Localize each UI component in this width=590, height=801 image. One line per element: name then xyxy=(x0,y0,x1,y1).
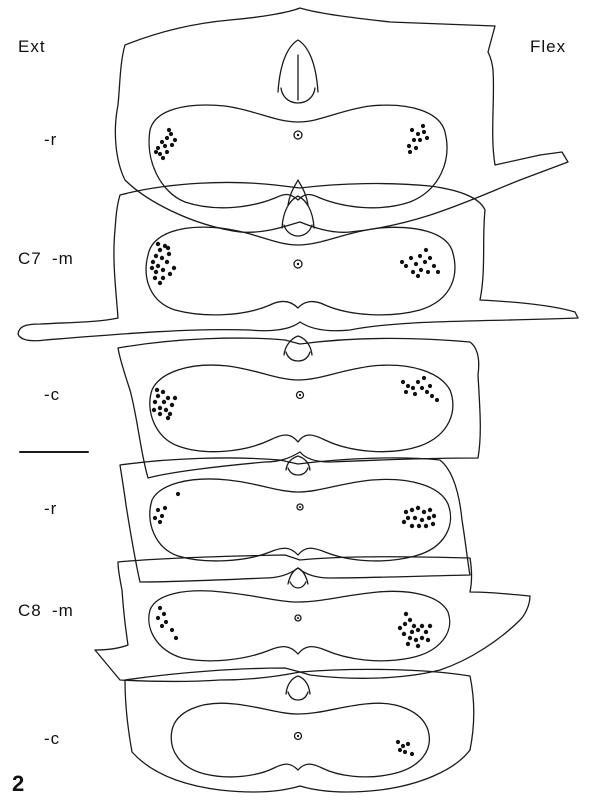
dot-cluster-c7-r-flex xyxy=(407,124,429,154)
dot-cluster-c7-m-ext xyxy=(150,242,176,285)
grey-matter xyxy=(150,365,453,452)
dot-cluster-c8-m-ext xyxy=(156,606,178,640)
grey-matter xyxy=(150,479,451,561)
dorsal-columns xyxy=(288,468,308,475)
section-c8-rostral xyxy=(120,456,470,582)
dorsal-columns xyxy=(286,352,310,361)
dot-cluster-c8-r-flex xyxy=(402,506,436,528)
dot-cluster-c7-m-flex xyxy=(400,248,440,278)
section-c8-caudal xyxy=(125,668,474,792)
outer-outline xyxy=(120,458,470,582)
outer-outline xyxy=(115,8,568,232)
outer-outline xyxy=(18,182,578,340)
central-canal-center xyxy=(297,263,299,265)
dorsal-septum xyxy=(284,336,312,355)
grey-matter xyxy=(171,703,429,777)
outer-outline xyxy=(125,668,474,792)
dot-cluster-c8-m-flex xyxy=(398,612,432,648)
central-canal-center xyxy=(299,394,301,396)
central-canal-center xyxy=(297,617,299,619)
section-c7-middle xyxy=(18,182,578,340)
grey-matter xyxy=(146,227,455,315)
dot-cluster-c7-c-flex xyxy=(401,376,439,402)
dot-cluster-c7-c-ext xyxy=(152,388,177,420)
dorsal-septum xyxy=(286,676,310,694)
dorsal-columns xyxy=(284,225,312,236)
dorsal-columns xyxy=(288,692,308,700)
central-canal-center xyxy=(297,134,299,136)
dot-cluster-c8-c-flex xyxy=(396,740,414,756)
outer-outline xyxy=(95,555,530,682)
dot-cluster-c8-r-ext xyxy=(153,492,180,524)
section-c7-rostral xyxy=(115,8,568,232)
neuron-dots xyxy=(150,124,440,756)
dorsal-columns xyxy=(281,55,315,103)
dot-cluster-c7-r-ext xyxy=(154,128,177,160)
central-canal-center xyxy=(299,506,301,508)
section-c8-middle xyxy=(95,555,530,682)
dorsal-septum xyxy=(288,568,308,584)
dorsal-columns xyxy=(290,582,306,588)
grey-matter xyxy=(149,105,447,208)
central-canal-center xyxy=(297,735,299,737)
